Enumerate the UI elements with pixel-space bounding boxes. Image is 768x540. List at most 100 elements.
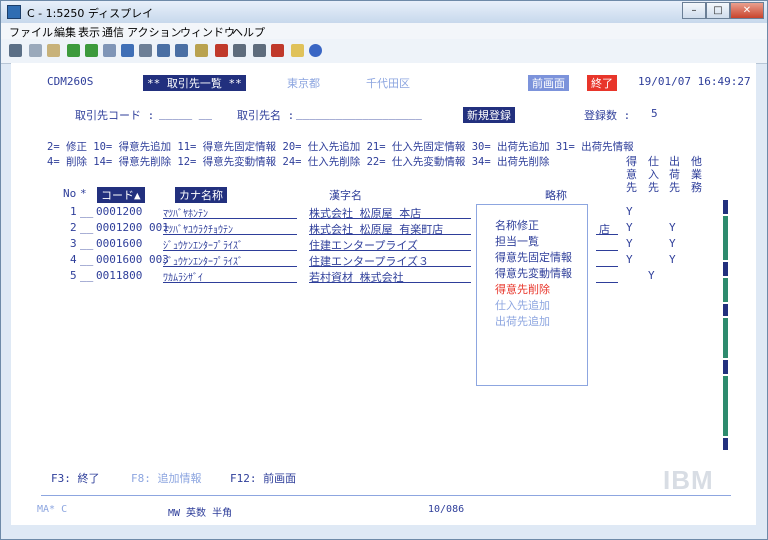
row-kanji: 住建エンタープライズ	[309, 239, 419, 252]
code-label: 取引先コード :	[75, 109, 155, 122]
maximize-button[interactable]: □	[706, 2, 730, 19]
popup-item-staff-list[interactable]: 担当一覧	[495, 235, 539, 248]
datetime: 19/01/07 16:49:27	[638, 75, 751, 88]
row-kanji: 株式会社 松原屋 有楽町店	[309, 223, 444, 236]
row-code: 0011800	[96, 269, 143, 282]
minimize-button[interactable]: –	[682, 2, 706, 19]
col-code-sort[interactable]: コード▲	[97, 187, 145, 203]
row-kana: ﾏﾂﾊﾞﾔﾎﾝﾃﾝ	[163, 209, 208, 220]
copy-icon[interactable]	[29, 44, 42, 57]
col-kanji: 漢字名	[329, 189, 362, 202]
col-kana[interactable]: カナ名称	[175, 187, 227, 203]
code-input[interactable]: _____ __	[159, 107, 212, 120]
popup-item-customer-variable[interactable]: 得意先変動情報	[495, 267, 572, 280]
row-code: 0001600	[96, 237, 143, 250]
col-select: *	[80, 187, 87, 200]
row-code: 0001600 003	[96, 253, 169, 266]
row-kana: ｼﾞｭｳｹﾝｴﾝﾀｰﾌﾟﾗｲｽﾞ	[163, 241, 243, 252]
menu-communication[interactable]: 通信	[102, 26, 124, 39]
settings-icon[interactable]	[139, 44, 152, 57]
flag-header-shukka: 出荷先	[669, 155, 680, 194]
row-shiire-flag: Y	[648, 269, 655, 282]
row-shukka-flag: Y	[669, 253, 676, 266]
window-statusbar	[11, 525, 756, 539]
prev-screen-button[interactable]: 前画面	[528, 75, 569, 91]
title-bar: C - 1:5250 ディスプレイ – □ ✕	[1, 1, 767, 23]
col-no: No	[63, 187, 77, 200]
app-icon	[7, 5, 21, 19]
context-popup	[476, 204, 588, 386]
f8-info-key[interactable]: F8: 追加情報	[131, 472, 202, 485]
row-tokui-flag: Y	[626, 237, 633, 250]
cursor-position: 10/086	[428, 504, 465, 515]
count-label: 登録数 :	[584, 109, 631, 122]
row-kana: ﾏﾂﾊﾞﾔﾕｳﾗｸﾁｮｳﾃﾝ	[163, 225, 233, 236]
program-id: CDM260S	[47, 75, 94, 88]
scrollbar[interactable]	[721, 200, 731, 452]
option-input[interactable]: __	[80, 269, 94, 282]
option-input[interactable]: __	[80, 237, 94, 250]
properties-icon[interactable]	[195, 44, 208, 57]
popup-item-shipto-add: 出荷先追加	[495, 315, 550, 328]
terminal-screen: CDM260S ** 取引先一覧 ** 東京都 千代田区 前画面 終了 19/0…	[11, 63, 756, 525]
row-shukka-flag: Y	[669, 221, 676, 234]
popup-item-customer-fixed[interactable]: 得意先固定情報	[495, 251, 572, 264]
popup-item-rename[interactable]: 名称修正	[495, 219, 539, 232]
row-abbr: 店	[599, 223, 610, 236]
display-icon[interactable]	[175, 44, 188, 57]
toolbar	[1, 39, 767, 64]
record-icon[interactable]	[121, 44, 134, 57]
lock-icon[interactable]	[253, 44, 266, 57]
menu-window[interactable]: ウィンドウ	[180, 26, 235, 39]
help-icon[interactable]	[309, 44, 322, 57]
input-mode: MW 英数 半角	[168, 508, 233, 519]
map-icon[interactable]	[271, 44, 284, 57]
row-kanji: 若村資材 株式会社	[309, 271, 404, 284]
menu-edit[interactable]: 編集	[54, 26, 76, 39]
macro-icon[interactable]	[103, 44, 116, 57]
row-tokui-flag: Y	[626, 205, 633, 218]
menu-file[interactable]: ファイル	[9, 26, 53, 39]
menu-help[interactable]: ヘルプ	[232, 26, 265, 39]
menu-action[interactable]: アクション	[127, 26, 182, 39]
menu-view[interactable]: 表示	[78, 26, 100, 39]
flag-header-tokui: 得意先	[626, 155, 637, 194]
name-input[interactable]: ___________________	[296, 107, 422, 120]
status-indicator: MA* C	[37, 504, 68, 515]
stop-icon[interactable]	[215, 44, 228, 57]
col-abbr: 略称	[545, 189, 567, 202]
option-legend-1: 2= 修正 10= 得意先追加 11= 得意先固定情報 20= 仕入先追加 21…	[47, 141, 634, 153]
row-kanji: 株式会社 松原屋 本店	[309, 207, 422, 220]
f12-back-key[interactable]: F12: 前画面	[230, 472, 297, 485]
send-icon[interactable]	[67, 44, 80, 57]
f3-exit-key[interactable]: F3: 終了	[51, 472, 100, 485]
ward-label: 千代田区	[366, 77, 410, 90]
flag-header-shiire: 仕入先	[648, 155, 659, 194]
keypad-icon[interactable]	[157, 44, 170, 57]
row-code: 0001200	[96, 205, 143, 218]
note-icon[interactable]	[291, 44, 304, 57]
exit-button[interactable]: 終了	[587, 75, 617, 91]
count-value: 5	[651, 107, 658, 120]
popup-item-supplier-add: 仕入先追加	[495, 299, 550, 312]
row-no: 1	[70, 205, 77, 218]
receive-icon[interactable]	[85, 44, 98, 57]
new-register-button[interactable]: 新規登録	[463, 107, 515, 123]
paste-icon[interactable]	[47, 44, 60, 57]
page-title: ** 取引先一覧 **	[143, 75, 246, 91]
row-code: 0001200 001	[96, 221, 169, 234]
close-button[interactable]: ✕	[730, 2, 764, 19]
popup-item-customer-delete[interactable]: 得意先削除	[495, 283, 550, 296]
option-input[interactable]: __	[80, 221, 94, 234]
ibm-logo: IBM	[663, 465, 714, 495]
menu-bar: ファイル 編集 表示 通信 アクション ウィンドウ ヘルプ	[1, 23, 767, 39]
window-title: C - 1:5250 ディスプレイ	[27, 7, 154, 20]
row-no: 2	[70, 221, 77, 234]
play-icon[interactable]	[233, 44, 246, 57]
row-kana: ｼﾞｭｳｹﾝｴﾝﾀｰﾌﾟﾗｲｽﾞ	[163, 257, 243, 268]
option-input[interactable]: __	[80, 205, 94, 218]
print-icon[interactable]	[9, 44, 22, 57]
option-input[interactable]: __	[80, 253, 94, 266]
row-shukka-flag: Y	[669, 237, 676, 250]
row-no: 3	[70, 237, 77, 250]
